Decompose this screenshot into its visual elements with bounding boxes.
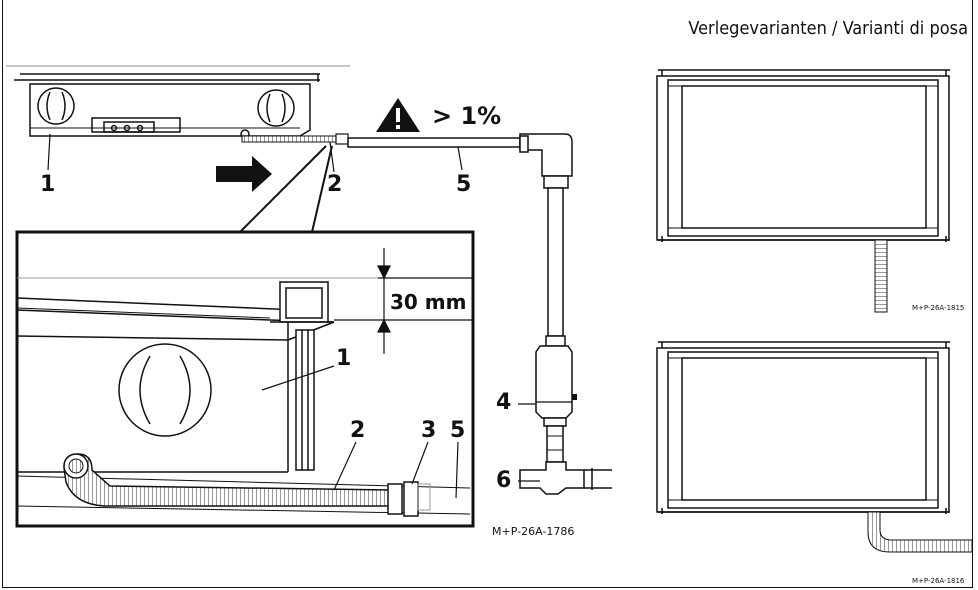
unit-top-view: [6, 65, 350, 139]
drawing-code-main: M+P-26A-1786: [492, 525, 575, 538]
detail-view: [15, 230, 475, 528]
vertical-pipe: [547, 187, 564, 337]
drain-pipe: [347, 137, 521, 148]
variant-bottom-drawing: [656, 341, 973, 553]
siphon: [535, 345, 573, 419]
callout-2-main: 2: [327, 172, 343, 197]
callout-1-main: 1: [40, 172, 56, 197]
callout-3-detail: 3: [421, 418, 437, 443]
drain-hose-small: [241, 135, 338, 143]
variant-top-drawing: [656, 69, 950, 313]
layout-variants-title: Verlegevarianten / Varianti di posa: [688, 18, 968, 39]
arrow-right-icon: [216, 156, 272, 192]
callout-5-main: 5: [456, 172, 472, 197]
dimension-label: 30 mm: [390, 290, 467, 314]
callout-1-detail: 1: [336, 346, 352, 371]
slope-label: > 1%: [432, 102, 502, 130]
warning-triangle-icon: [376, 98, 420, 132]
t-fitting: [519, 461, 585, 495]
drawing-code-variant-bottom: M+P-26A-1816: [912, 577, 965, 585]
callout-4-siphon: 4: [496, 390, 512, 415]
callout-2-detail: 2: [350, 418, 366, 443]
callout-5-detail: 5: [450, 418, 466, 443]
elbow-fitting: [519, 133, 573, 177]
callout-6-t-fitting: 6: [496, 468, 512, 493]
drawing-code-variant-top: M+P-26A-1815: [912, 304, 965, 312]
